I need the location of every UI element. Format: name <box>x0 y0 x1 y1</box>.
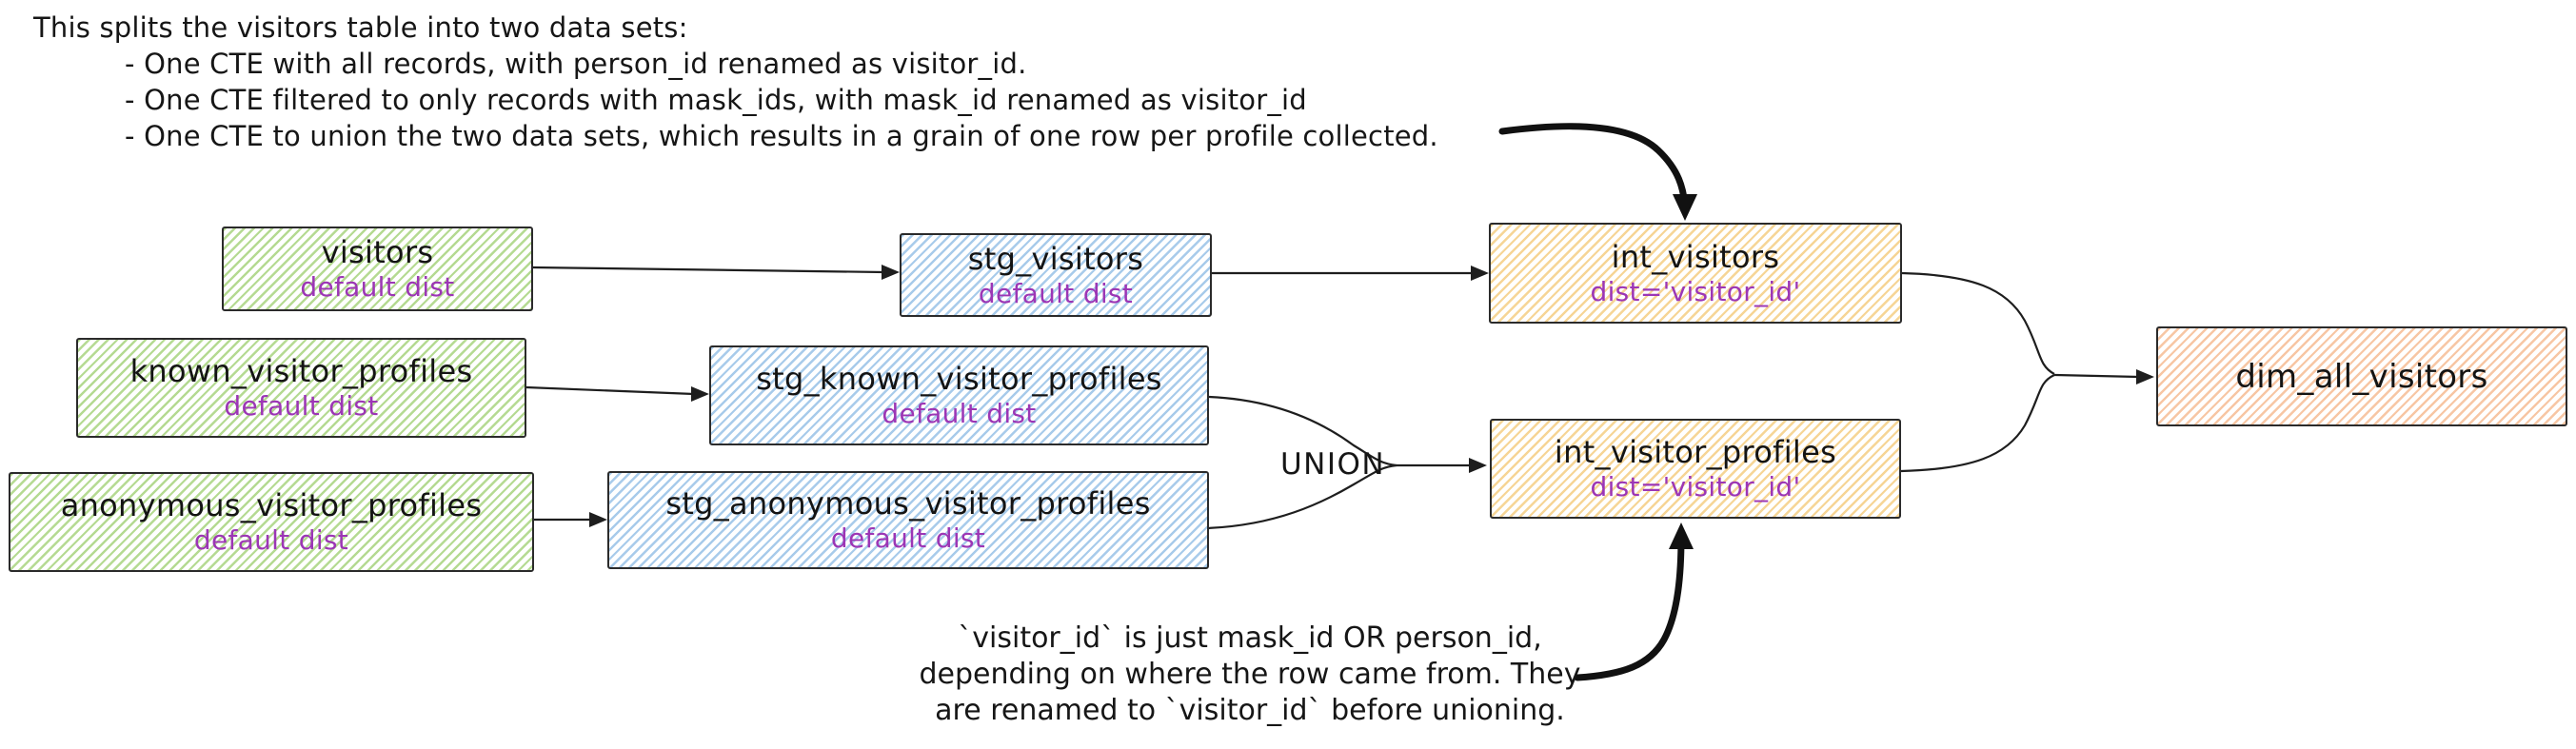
node-known-visitor-profiles: known_visitor_profiles default dist <box>76 338 526 438</box>
node-subtitle: default dist <box>830 522 986 554</box>
node-anonymous-visitor-profiles: anonymous_visitor_profiles default dist <box>9 472 534 572</box>
node-title: int_visitor_profiles <box>1554 434 1837 470</box>
annotation-arrowheads <box>1669 194 1697 549</box>
node-int-visitor-profiles: int_visitor_profiles dist='visitor_id' <box>1490 419 1901 519</box>
annotation-arrow-bottom <box>1574 533 1685 681</box>
arrowhead-up <box>1669 522 1694 549</box>
node-title: anonymous_visitor_profiles <box>60 487 483 523</box>
node-title: stg_visitors <box>967 240 1144 277</box>
bullet-line: - One CTE to union the two data sets, wh… <box>125 120 1438 152</box>
node-title: known_visitor_profiles <box>129 353 473 389</box>
curve-stg-known-to-union <box>1208 395 1397 467</box>
node-title: dim_all_visitors <box>2235 357 2488 396</box>
curve-int-profiles-to-merge <box>1900 374 2055 473</box>
node-title: int_visitors <box>1611 238 1780 275</box>
bottom-annotation-line: `visitor_id` is just mask_id OR person_i… <box>958 621 1542 655</box>
node-stg-visitors: stg_visitors default dist <box>900 233 1212 317</box>
node-stg-anonymous-visitor-profiles: stg_anonymous_visitor_profiles default d… <box>607 471 1209 569</box>
node-subtitle: default dist <box>224 390 379 422</box>
bullet-line: - One CTE filtered to only records with … <box>125 84 1307 116</box>
bottom-annotation-line: depending on where the row came from. Th… <box>919 658 1581 691</box>
arrow-merge-to-dim <box>2053 373 2140 379</box>
top-annotation-bullets: - One CTE with all records, with person_… <box>125 46 1438 154</box>
node-subtitle: default dist <box>300 271 455 303</box>
arrowheads <box>589 265 2154 527</box>
arrowhead <box>2136 369 2154 384</box>
top-annotation: This splits the visitors table into two … <box>33 10 1438 154</box>
arrowhead <box>691 386 709 402</box>
node-subtitle: dist='visitor_id' <box>1590 471 1801 503</box>
curve-stg-anon-to-union <box>1206 463 1397 530</box>
union-label: UNION <box>1279 447 1386 482</box>
node-int-visitors: int_visitors dist='visitor_id' <box>1489 223 1902 324</box>
node-subtitle: default dist <box>978 277 1134 309</box>
arrowhead-down <box>1673 194 1697 221</box>
arrow-known-to-stg-known <box>525 385 695 396</box>
arrowhead <box>589 512 607 527</box>
arrow-visitors-to-stg-visitors <box>532 266 885 274</box>
bottom-annotation-line: are renamed to `visitor_id` before union… <box>935 694 1565 727</box>
node-subtitle: dist='visitor_id' <box>1590 275 1801 307</box>
top-annotation-intro: This splits the visitors table into two … <box>33 11 688 44</box>
bottom-annotation: `visitor_id` is just mask_id OR person_i… <box>902 621 1597 729</box>
node-visitors: visitors default dist <box>222 227 533 311</box>
arrowhead <box>882 265 900 280</box>
curve-int-visitors-to-merge <box>1901 271 2055 375</box>
node-dim-all-visitors: dim_all_visitors <box>2156 326 2567 426</box>
thin-arrows <box>525 266 2140 530</box>
node-title: visitors <box>321 234 434 270</box>
node-stg-known-visitor-profiles: stg_known_visitor_profiles default dist <box>709 345 1209 445</box>
arrowhead <box>1469 458 1487 473</box>
node-title: stg_anonymous_visitor_profiles <box>665 485 1151 522</box>
node-subtitle: default dist <box>882 398 1037 429</box>
node-title: stg_known_visitor_profiles <box>756 361 1162 397</box>
node-subtitle: default dist <box>193 524 349 556</box>
arrowhead <box>1471 266 1489 281</box>
annotation-arrows <box>1498 123 1689 681</box>
bullet-line: - One CTE with all records, with person_… <box>125 48 1027 80</box>
annotation-arrow-top <box>1498 123 1689 208</box>
